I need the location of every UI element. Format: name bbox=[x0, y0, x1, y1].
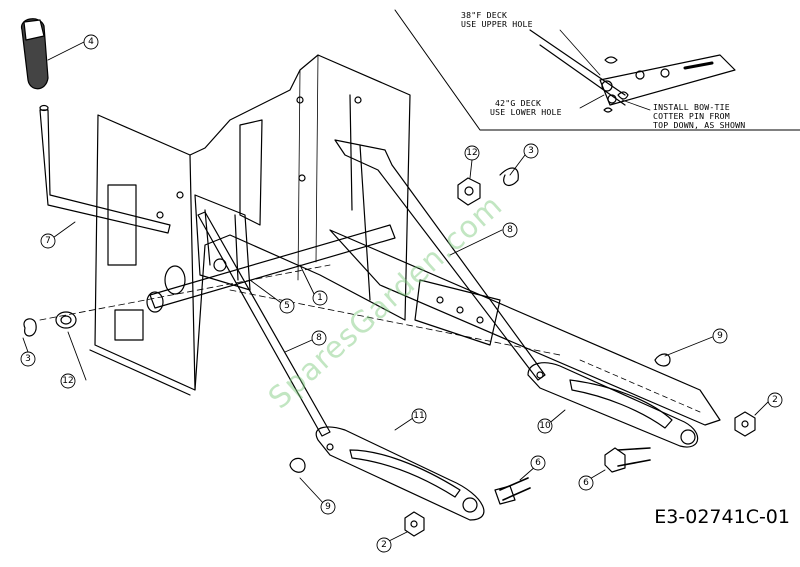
callout-circle bbox=[712, 328, 728, 344]
inset-detail bbox=[394, 9, 800, 131]
callout-6-center: 6 bbox=[535, 458, 541, 468]
bowtie-pin-3-upper bbox=[499, 167, 519, 187]
lift-link-left bbox=[197, 211, 331, 437]
note-lower-hole: USE LOWER HOLE bbox=[490, 107, 562, 117]
callout-3-upper: 3 bbox=[528, 146, 534, 156]
callout-1: 1 bbox=[317, 293, 323, 303]
callout-9-left: 9 bbox=[325, 502, 331, 512]
callout-circle bbox=[530, 455, 546, 471]
callout-11: 11 bbox=[413, 411, 424, 421]
callout-3-lower: 3 bbox=[25, 354, 31, 364]
callout-circle bbox=[320, 499, 336, 515]
handle-grip bbox=[21, 18, 49, 90]
lift-shaft bbox=[146, 224, 396, 313]
callout-8-right: 8 bbox=[507, 225, 513, 235]
figure-id: E3-02741C-01 bbox=[654, 506, 790, 528]
note-install-3: TOP DOWN, AS SHOWN bbox=[653, 120, 745, 130]
callout-circle bbox=[464, 145, 480, 161]
hex-nut-2-bottom bbox=[404, 511, 425, 537]
shoulder-bolt-6-center bbox=[494, 477, 531, 505]
callout-circle bbox=[767, 392, 783, 408]
callout-circle bbox=[60, 373, 76, 389]
callout-circle bbox=[411, 408, 427, 424]
bowtie-pin-9-left bbox=[289, 457, 306, 473]
lift-arm-left bbox=[315, 426, 485, 521]
callout-8-left: 8 bbox=[316, 333, 322, 343]
callout-9-right: 9 bbox=[717, 331, 723, 341]
callout-circle bbox=[376, 537, 392, 553]
callout-circle bbox=[20, 351, 36, 367]
flange-bushing-12-lower bbox=[55, 311, 77, 329]
lift-handle bbox=[39, 104, 171, 234]
callout-circle bbox=[83, 34, 99, 50]
callout-7: 7 bbox=[45, 236, 51, 246]
callout-circle bbox=[40, 233, 56, 249]
callout-6-right: 6 bbox=[583, 478, 589, 488]
note-install-2: COTTER PIN FROM bbox=[653, 111, 730, 121]
callout-2-right: 2 bbox=[772, 395, 778, 405]
callout-4: 4 bbox=[88, 37, 94, 47]
callout-circle bbox=[312, 290, 328, 306]
callout-circle bbox=[578, 475, 594, 491]
leader-lines bbox=[22, 41, 771, 544]
callout-10: 10 bbox=[539, 421, 551, 431]
bowtie-pin-9-right bbox=[654, 353, 671, 367]
shoulder-bolt-6-right bbox=[604, 447, 651, 473]
hex-nut-2-right bbox=[734, 411, 756, 437]
note-install-1: INSTALL BOW-TIE bbox=[653, 102, 730, 112]
callout-5: 5 bbox=[284, 301, 290, 311]
hex-flange-nut-12-upper bbox=[457, 177, 481, 206]
note-upper-hole: USE UPPER HOLE bbox=[461, 19, 533, 29]
lift-arm-right bbox=[527, 362, 699, 448]
callout-circle bbox=[311, 330, 327, 346]
callout-circle bbox=[279, 298, 295, 314]
callout-circle bbox=[502, 222, 518, 238]
callout-12-lower: 12 bbox=[62, 376, 73, 386]
callout-2-bottom: 2 bbox=[381, 540, 387, 550]
note-lower-deck: 42"G DECK bbox=[495, 98, 541, 108]
bowtie-pin-3-lower bbox=[23, 318, 37, 337]
callout-circle bbox=[537, 418, 553, 434]
callout-12-upper: 12 bbox=[466, 148, 477, 158]
callout-circle bbox=[523, 143, 539, 159]
note-upper-deck: 38"F DECK bbox=[461, 10, 507, 20]
